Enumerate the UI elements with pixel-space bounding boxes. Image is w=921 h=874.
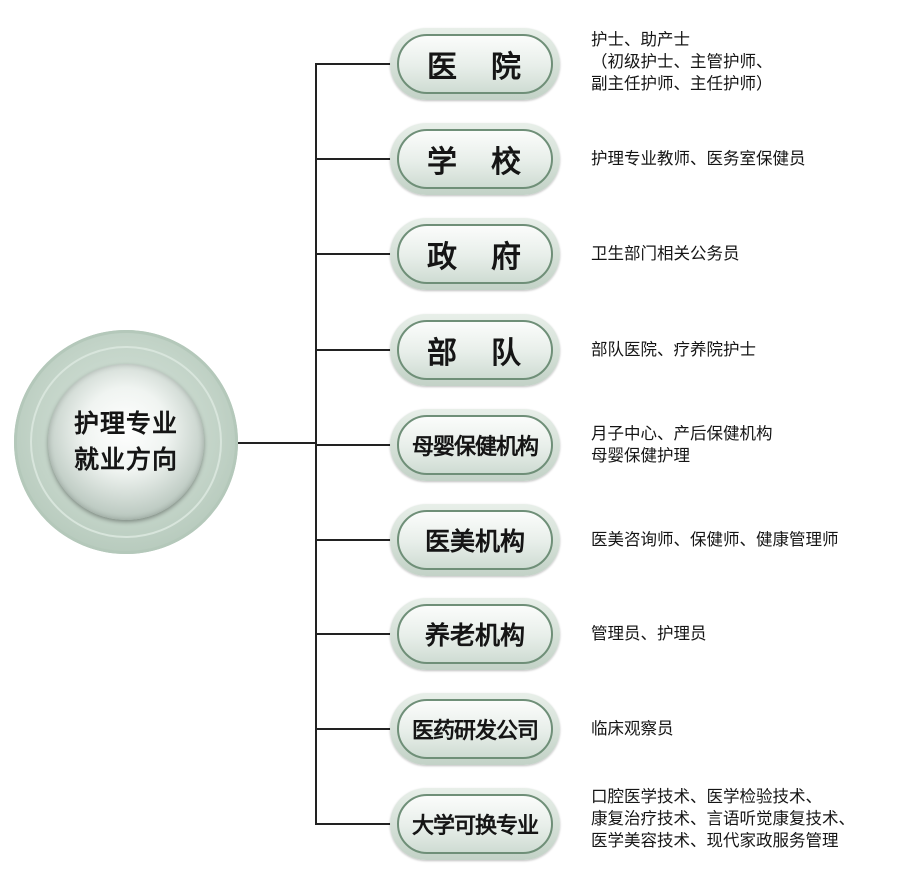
- branch-description-pharma-rd: 临床观察员: [591, 719, 674, 738]
- root-label: 护理专业 就业方向: [73, 409, 178, 474]
- branch-node-pharma-rd: 医药研发公司: [390, 693, 560, 765]
- root-center: 护理专业 就业方向: [48, 364, 204, 520]
- branch-description-elderly-care: 管理员、护理员: [591, 624, 707, 643]
- branch-label: 部 队: [427, 336, 523, 371]
- branch-connector-3: [315, 253, 393, 255]
- branch-connector-7: [315, 633, 393, 635]
- root-node: 护理专业 就业方向: [14, 330, 238, 554]
- branch-description-university-transfer: 口腔医学技术、医学检验技术、 康复治疗技术、言语听觉康复技术、 医学美容技术、现…: [591, 787, 855, 850]
- branch-pill: 养老机构: [397, 604, 553, 664]
- branch-description-aesthetic: 医美咨询师、保健师、健康管理师: [591, 530, 839, 549]
- branch-node-army: 部 队: [390, 314, 560, 386]
- branch-label: 大学可换专业: [411, 814, 539, 839]
- branch-connector-2: [315, 158, 393, 160]
- branch-connector-1: [315, 63, 393, 65]
- branch-description-government: 卫生部门相关公务员: [591, 244, 740, 263]
- branch-pill: 医药研发公司: [397, 699, 553, 759]
- branch-label: 养老机构: [424, 621, 525, 650]
- branch-connector-8: [315, 728, 393, 730]
- branch-pill: 学 校: [397, 129, 553, 189]
- branch-connector-9: [315, 823, 393, 825]
- branch-label: 学 校: [427, 145, 523, 180]
- branch-connector-5: [315, 444, 393, 446]
- trunk-connector: [236, 442, 316, 444]
- branch-label: 医 院: [427, 50, 523, 85]
- branch-node-aesthetic: 医美机构: [390, 504, 560, 576]
- branch-node-hospital: 医 院: [390, 28, 560, 100]
- branch-node-elderly-care: 养老机构: [390, 598, 560, 670]
- branch-pill: 母婴保健机构: [397, 415, 553, 475]
- branch-description-army: 部队医院、疗养院护士: [591, 340, 756, 359]
- root-ring: [30, 346, 222, 538]
- branch-description-maternal-care: 月子中心、产后保健机构 母婴保健护理: [591, 424, 773, 465]
- branch-connector-6: [315, 539, 393, 541]
- branch-node-government: 政 府: [390, 218, 560, 290]
- branch-description-school: 护理专业教师、医务室保健员: [591, 149, 806, 168]
- branch-description-hospital: 护士、助产士 （初级护士、主管护师、 副主任护师、主任护师）: [591, 30, 773, 93]
- branch-label: 医药研发公司: [411, 719, 539, 744]
- branch-node-school: 学 校: [390, 123, 560, 195]
- branch-label: 母婴保健机构: [411, 435, 539, 460]
- branch-label: 政 府: [427, 240, 523, 275]
- branch-label: 医美机构: [424, 527, 525, 556]
- branch-connector-4: [315, 349, 393, 351]
- branch-node-maternal-care: 母婴保健机构: [390, 409, 560, 481]
- branch-node-university-transfer: 大学可换专业: [390, 788, 560, 860]
- branch-pill: 政 府: [397, 224, 553, 284]
- branch-pill: 医美机构: [397, 510, 553, 570]
- branch-pill: 医 院: [397, 34, 553, 94]
- branch-pill: 部 队: [397, 320, 553, 380]
- branch-pill: 大学可换专业: [397, 794, 553, 854]
